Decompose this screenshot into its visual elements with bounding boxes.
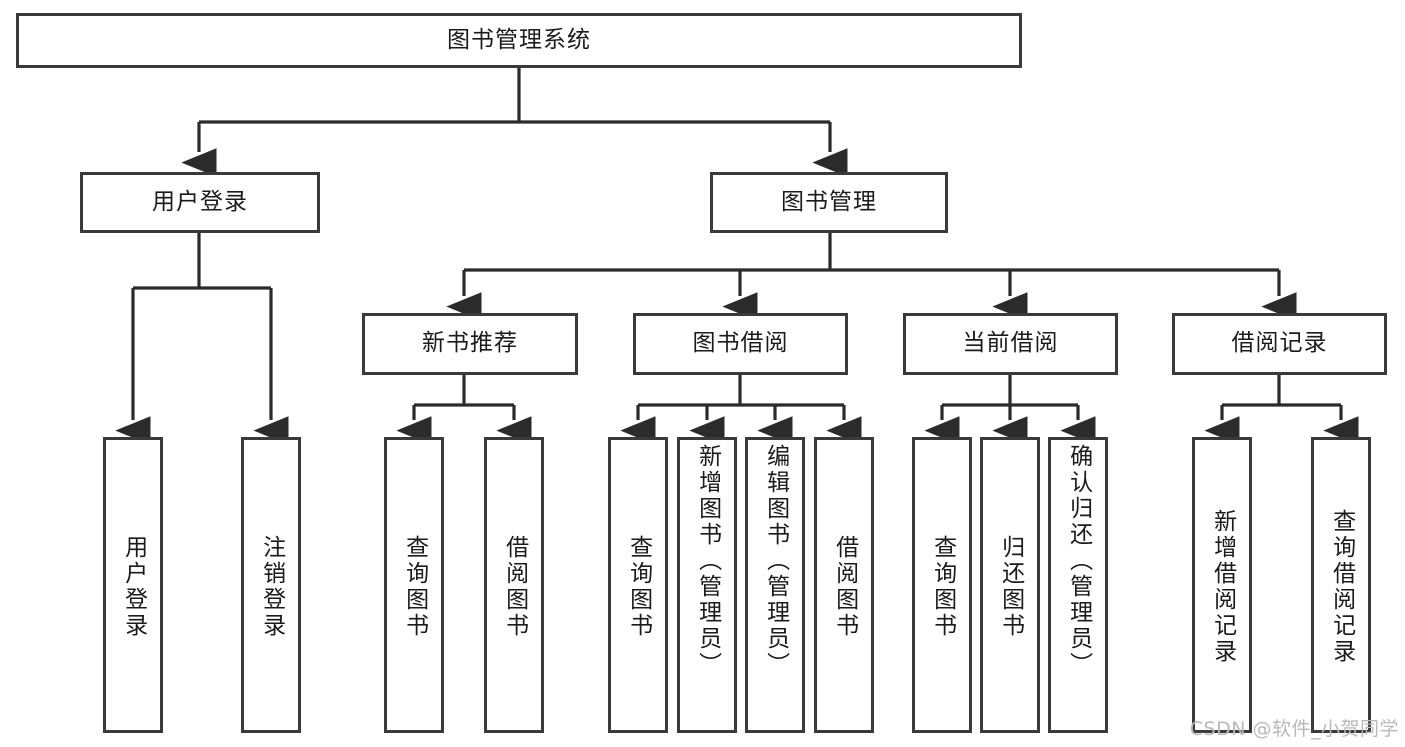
leaf-record-query-record[interactable]: 查询借阅记录 [1311, 437, 1371, 733]
leaf-label: 新增借阅记录 [1209, 509, 1236, 665]
leaf-label: 归还图书 [997, 535, 1024, 639]
node-label: 图书借阅 [692, 330, 789, 357]
watermark: CSDN @软件_小贺同学 [1189, 718, 1399, 740]
node-current-borrow[interactable]: 当前借阅 [903, 313, 1118, 375]
leaf-current-confirm-return-admin[interactable]: 确认归还（管理员） [1048, 437, 1108, 733]
leaf-label: 借阅图书 [831, 535, 858, 639]
leaf-label: 查询图书 [929, 535, 956, 639]
node-label: 当前借阅 [962, 330, 1059, 357]
leaf-label: 确认归还（管理员） [1065, 444, 1092, 678]
leaf-recommend-borrow-book[interactable]: 借阅图书 [484, 437, 544, 733]
leaf-record-add-record[interactable]: 新增借阅记录 [1192, 437, 1252, 733]
leaf-borrow-edit-book-admin[interactable]: 编辑图书（管理员） [745, 437, 805, 733]
leaf-label: 新增图书（管理员） [694, 444, 721, 678]
node-label: 图书管理 [781, 188, 877, 215]
node-label: 图书管理系统 [447, 26, 591, 53]
node-book-borrow[interactable]: 图书借阅 [633, 313, 848, 375]
leaf-label: 借阅图书 [501, 535, 528, 639]
node-user-login[interactable]: 用户登录 [80, 172, 320, 233]
node-borrow-record[interactable]: 借阅记录 [1172, 313, 1387, 375]
leaf-current-query-book[interactable]: 查询图书 [912, 437, 972, 733]
leaf-current-return-book[interactable]: 归还图书 [980, 437, 1040, 733]
leaf-recommend-query-book[interactable]: 查询图书 [384, 437, 444, 733]
node-book-management[interactable]: 图书管理 [710, 172, 948, 233]
node-label: 借阅记录 [1231, 330, 1328, 357]
leaf-borrow-add-book-admin[interactable]: 新增图书（管理员） [677, 437, 737, 733]
node-label: 新书推荐 [422, 330, 518, 357]
leaf-label: 查询借阅记录 [1328, 509, 1355, 665]
leaf-borrow-borrow-book[interactable]: 借阅图书 [814, 437, 874, 733]
node-root-system[interactable]: 图书管理系统 [16, 13, 1022, 68]
node-label: 用户登录 [152, 188, 248, 215]
leaf-borrow-query-book[interactable]: 查询图书 [608, 437, 668, 733]
node-new-book-recommend[interactable]: 新书推荐 [362, 313, 578, 375]
leaf-label: 查询图书 [401, 535, 428, 639]
leaf-label: 查询图书 [625, 535, 652, 639]
leaf-user-login-signout[interactable]: 注销登录 [241, 437, 301, 733]
leaf-user-login-signin[interactable]: 用户登录 [103, 437, 163, 733]
leaf-label: 用户登录 [120, 535, 147, 639]
leaf-label: 编辑图书（管理员） [762, 444, 789, 678]
leaf-label: 注销登录 [258, 535, 285, 639]
